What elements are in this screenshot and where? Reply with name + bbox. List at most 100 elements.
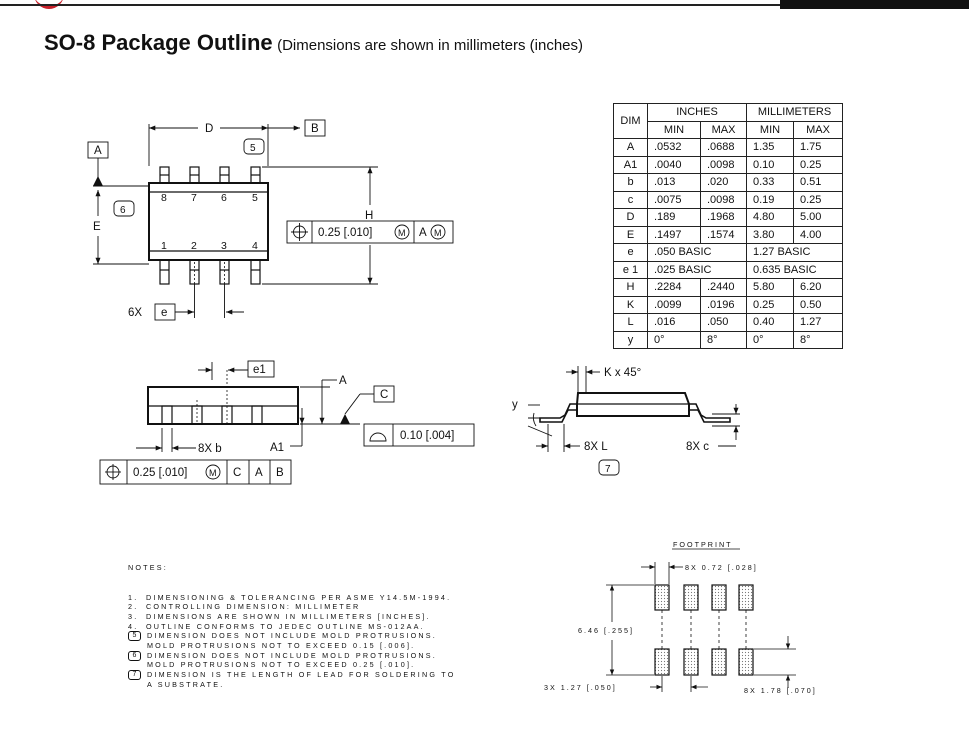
note-marker: 1.	[128, 592, 139, 602]
note-item: 4.OUTLINE CONFORMS TO JEDEC OUTLINE MS-0…	[128, 622, 455, 632]
table-cell: 1.75	[793, 138, 843, 157]
fcf-top-datum: A	[419, 227, 427, 239]
table-cell: .1497	[647, 225, 701, 244]
note-7-box	[598, 459, 620, 476]
table-cell: 0°	[647, 330, 701, 349]
notes-list: 1. DIMENSIONING & TOLERANCING PER ASME Y1…	[128, 593, 455, 690]
label-a1: A1	[270, 442, 284, 454]
svg-text:8: 8	[161, 192, 167, 204]
note-text: DIMENSIONING & TOLERANCING PER ASME Y14.…	[146, 593, 451, 603]
note-line: A SUBSTRATE.	[147, 679, 225, 689]
svg-text:1: 1	[161, 240, 167, 252]
table-header-max: MAX	[793, 120, 843, 139]
table-cell: 0°	[746, 330, 794, 349]
fcf-side-m: M	[209, 468, 217, 478]
fcf-position-side	[99, 459, 292, 485]
label-d: D	[205, 123, 213, 135]
note-6-label: 6	[120, 205, 126, 216]
footprint-pads-top	[654, 584, 754, 611]
table-cell: 0.10	[746, 155, 794, 174]
datum-a-label: A	[94, 145, 102, 157]
svg-text:6: 6	[221, 192, 227, 204]
table-cell: .050 BASIC	[647, 243, 747, 262]
table-cell: y	[613, 330, 648, 349]
note-item: 6 DIMENSION DOES NOT INCLUDE MOLD PROTRUS…	[128, 650, 455, 670]
header-block	[780, 0, 969, 9]
note-line: DIMENSION IS THE LENGTH OF LEAD FOR SOLD…	[147, 670, 456, 680]
datum-b-box	[304, 119, 326, 137]
fcf-position-top	[286, 220, 454, 244]
table-header-mm: MILLIMETERS	[746, 103, 843, 122]
fcf-side-datum-c: C	[233, 467, 241, 479]
fcf-top-datum-m: M	[434, 228, 442, 238]
footprint-title: FOOTPRINT	[673, 540, 733, 549]
page-title-main: SO-8 Package Outline	[44, 30, 273, 55]
note-marker-boxed: 5	[128, 631, 141, 642]
table-cell: 0.50	[793, 295, 843, 314]
note-7-label: 7	[605, 464, 611, 475]
note-line: DIMENSIONING & TOLERANCING PER ASME Y14.…	[146, 592, 452, 602]
dimension-table: DIM INCHES MILLIMETERS MIN MAX MIN MAX A…	[613, 103, 843, 349]
label-e1: e1	[253, 364, 266, 376]
package-body	[148, 182, 269, 261]
svg-text:4: 4	[252, 240, 258, 252]
side-view	[99, 360, 475, 485]
label-8x-b: 8X b	[198, 443, 222, 455]
footprint-pads-bottom	[654, 648, 754, 676]
label-a-height: A	[339, 375, 347, 387]
note-text: DIMENSIONS ARE SHOWN IN MILLIMETERS [INC…	[146, 612, 431, 622]
note-marker-boxed: 7	[128, 670, 141, 681]
label-8x-l: 8X L	[584, 441, 608, 453]
note-text: DIMENSION IS THE LENGTH OF LEAD FOR SOLD…	[147, 670, 455, 689]
table-cell: 1.35	[746, 138, 794, 157]
page-title: SO-8 Package Outline (Dimensions are sho…	[44, 30, 583, 56]
svg-text:2: 2	[191, 240, 197, 252]
fcf-top-m: M	[398, 228, 406, 238]
note-6-box	[113, 200, 135, 217]
fcf-side-datum-b: B	[276, 467, 284, 479]
table-cell: .0532	[647, 138, 701, 157]
footprint-span: 6.46 [.255]	[578, 626, 634, 635]
leads-top	[159, 166, 261, 184]
table-cell: .0040	[647, 155, 701, 174]
table-cell: .2284	[647, 278, 701, 297]
footprint-pad-width: 8X 0.72 [.028]	[685, 563, 758, 572]
end-view	[527, 366, 740, 476]
leads-bottom	[159, 259, 261, 285]
svg-text:7: 7	[191, 192, 197, 204]
note-line: DIMENSIONS ARE SHOWN IN MILLIMETERS [INC…	[146, 611, 431, 621]
note-marker: 2.	[128, 602, 139, 612]
svg-text:3: 3	[221, 240, 227, 252]
e1-box	[247, 360, 275, 378]
top-view	[87, 119, 454, 321]
note-line: MOLD PROTRUSIONS NOT TO EXCEED 0.15 [.00…	[147, 641, 416, 651]
note-line: MOLD PROTRUSIONS NOT TO EXCEED 0.25 [.01…	[147, 660, 416, 670]
table-cell: A1	[613, 155, 648, 174]
label-6x: 6X	[128, 307, 142, 319]
flatness-tolerance: 0.10 [.004]	[400, 430, 454, 442]
note-item: 3.DIMENSIONS ARE SHOWN IN MILLIMETERS [I…	[128, 612, 455, 622]
pin-numbers-bottom: 1 2 3 4	[161, 240, 258, 252]
note-5-box	[243, 138, 265, 155]
label-e: E	[93, 221, 101, 233]
label-8x-c: 8X c	[686, 441, 709, 453]
footprint-pitch: 3X 1.27 [.050]	[544, 683, 617, 692]
note-text: DIMENSION DOES NOT INCLUDE MOLD PROTRUSI…	[147, 651, 437, 670]
table-cell: 0.19	[746, 190, 794, 209]
table-cell: 0.25	[793, 190, 843, 209]
notes-block: NOTES: 1.DIMENSIONING & TOLERANCING PER …	[128, 544, 455, 699]
table-cell: 8°	[793, 330, 843, 349]
note-item: 7 DIMENSION IS THE LENGTH OF LEAD FOR SOL…	[128, 670, 455, 689]
table-cell: .0688	[700, 138, 747, 157]
fcf-top-tolerance: 0.25 [.010]	[318, 227, 372, 239]
footprint-view	[606, 548, 796, 692]
footprint-pad-length: 8X 1.78 [.070]	[744, 686, 817, 695]
header-rule	[0, 4, 780, 6]
note-line: OUTLINE CONFORMS TO JEDEC OUTLINE MS-012…	[146, 621, 425, 631]
pin-numbers-top: 8 7 6 5	[161, 192, 258, 204]
note-marker-boxed: 6	[128, 650, 141, 661]
fcf-side-tolerance: 0.25 [.010]	[133, 467, 187, 479]
